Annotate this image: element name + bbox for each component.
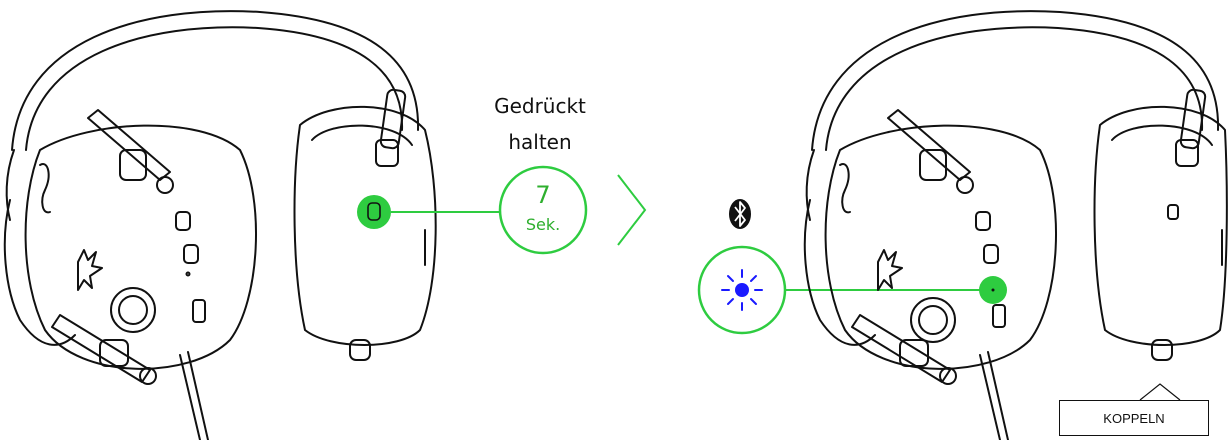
timer-value: 7	[535, 181, 551, 209]
hold-line-2: halten	[508, 130, 572, 154]
razer-logo	[77, 249, 103, 291]
chevron-right-icon	[617, 174, 647, 246]
pairing-label: KOPPELN	[1103, 410, 1165, 426]
pairing-label-box: KOPPELN	[1059, 400, 1209, 436]
timer-unit: Sek.	[525, 215, 561, 234]
hold-line-1: Gedrückt	[494, 94, 586, 118]
power-icon	[367, 202, 381, 221]
led-blinking-icon	[697, 245, 990, 335]
power-button-highlight	[357, 195, 500, 229]
headset-left	[3, 10, 437, 440]
timer-circle	[498, 165, 588, 255]
bluetooth-icon	[729, 199, 751, 229]
headset-right	[803, 10, 1228, 440]
callout-pointer	[1139, 383, 1181, 401]
hold-instruction: Gedrückt halten	[440, 88, 640, 160]
